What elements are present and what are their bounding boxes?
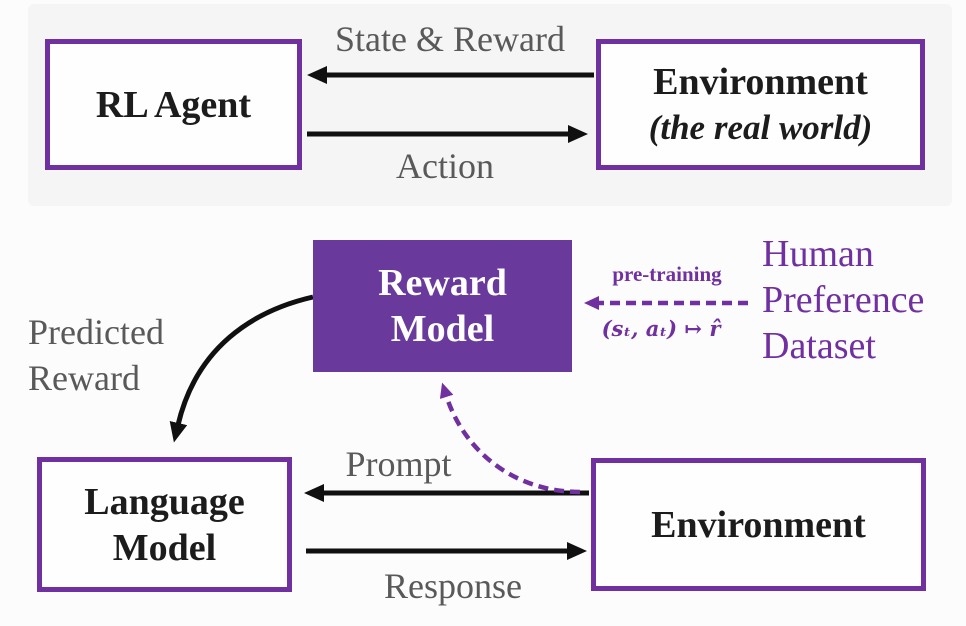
reward-model-box: Reward Model — [313, 240, 572, 372]
predicted-reward-arrow — [169, 294, 314, 443]
predicted-reward-line1: Predicted — [28, 312, 164, 352]
environment-title: Environment — [653, 60, 868, 103]
environment-bottom-box: Environment — [591, 458, 926, 591]
rl-agent-label: RL Agent — [95, 83, 252, 126]
language-model-label-line2: Model — [112, 526, 217, 569]
pretraining-label: pre-training — [612, 262, 722, 286]
reward-model-label-line2: Model — [390, 308, 495, 350]
language-model-label-line1: Language — [84, 480, 245, 523]
response-label: Response — [384, 566, 522, 606]
action-label: Action — [396, 146, 494, 186]
reward-model-label-line1: Reward — [378, 262, 507, 304]
state-action-reward-formula: (sₜ, aₜ) ↦ r̂ — [601, 316, 721, 341]
language-model-box: Language Model — [37, 457, 292, 592]
environment-real-world-box: Environment (the real world) — [596, 39, 925, 170]
dataset-label-line3: Dataset — [762, 325, 876, 367]
rl-agent-box: RL Agent — [45, 39, 302, 170]
dataset-label-line1: Human — [762, 233, 874, 275]
predicted-reward-label: Predicted Reward — [28, 309, 228, 401]
dataset-label-line2: Preference — [762, 279, 925, 321]
environment-subtitle: (the real world) — [648, 107, 873, 147]
state-reward-label: State & Reward — [335, 19, 565, 59]
predicted-reward-line2: Reward — [28, 358, 140, 398]
human-preference-dataset-label: Human Preference Dataset — [762, 231, 924, 369]
environment-to-reward-model-dashed-arrow — [439, 382, 581, 495]
environment-bottom-label: Environment — [651, 503, 866, 546]
prompt-label: Prompt — [345, 444, 452, 484]
